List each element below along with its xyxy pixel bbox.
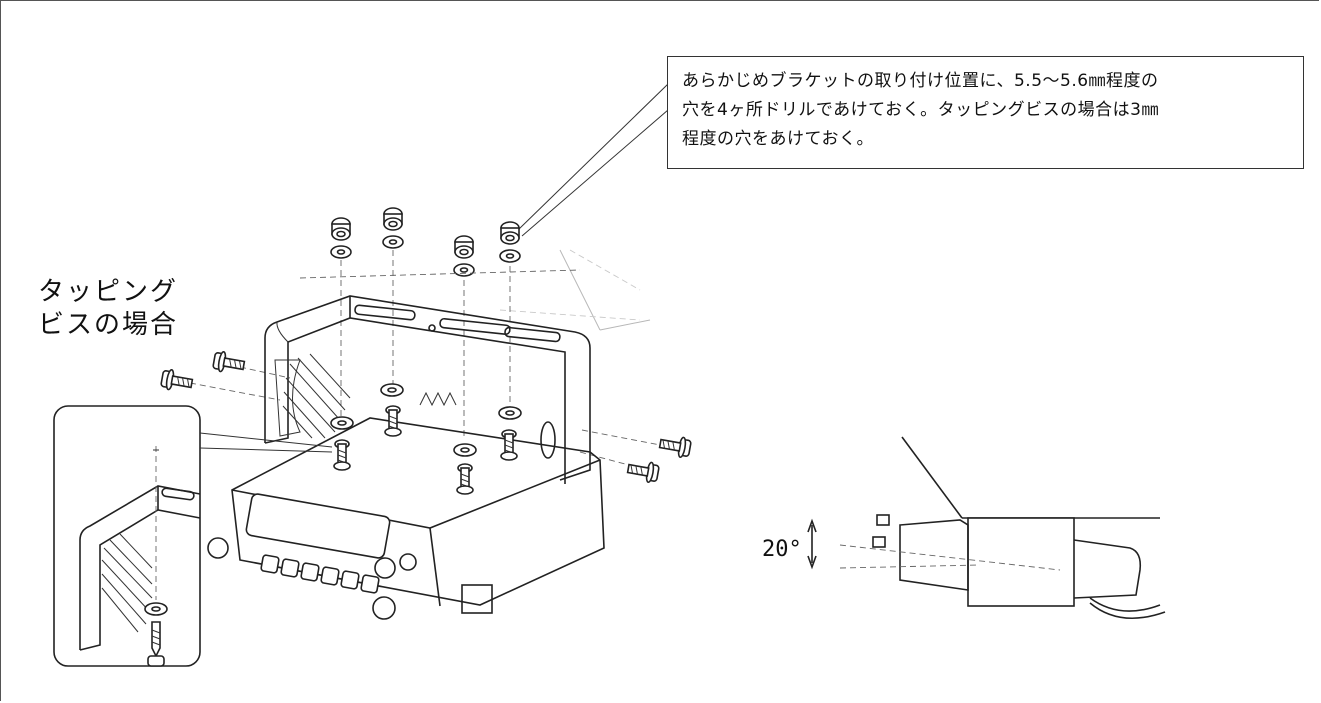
nut-washer-set-4 [499,221,521,263]
washer-screw-4 [498,406,522,461]
side-bolt-2 [159,367,195,395]
washer-screw-3 [453,443,477,495]
washer-screw-2 [380,383,404,437]
nut-washer-set-2 [382,207,404,249]
drilling-instruction-callout: あらかじめブラケットの取り付け位置に、5.5〜5.6㎜程度の 穴を4ヶ所ドリルで… [667,56,1304,169]
angle-label: 20° [762,537,802,562]
side-view-installation [807,436,1166,620]
side-bolt-3 [657,432,693,460]
callout-leader-lines [517,83,669,237]
side-bolt-1 [211,349,247,377]
nut-washer-set-1 [330,217,352,259]
radio-unit [207,391,605,620]
washer-screw-1 [330,416,354,471]
callout-line-3: 程度の穴をあけておく。 [682,129,874,149]
callout-line-1: あらかじめブラケットの取り付け位置に、5.5〜5.6㎜程度の [682,71,1159,91]
tapping-screw-label: タッピング ビスの場合 [38,276,178,342]
radio-buttons [260,554,380,594]
tapping-label-line-2: ビスの場合 [38,310,179,340]
background-mount-sketch [499,249,651,331]
tapping-label-line-1: タッピング [38,277,179,307]
mounting-bracket [264,295,591,484]
side-bolt-4 [625,457,661,485]
nut-washer-set-3 [453,235,475,277]
callout-line-2: 穴を4ヶ所ドリルであけておく。タッピングビスの場合は3㎜ [682,100,1159,120]
tapping-screw-inset [53,405,333,667]
